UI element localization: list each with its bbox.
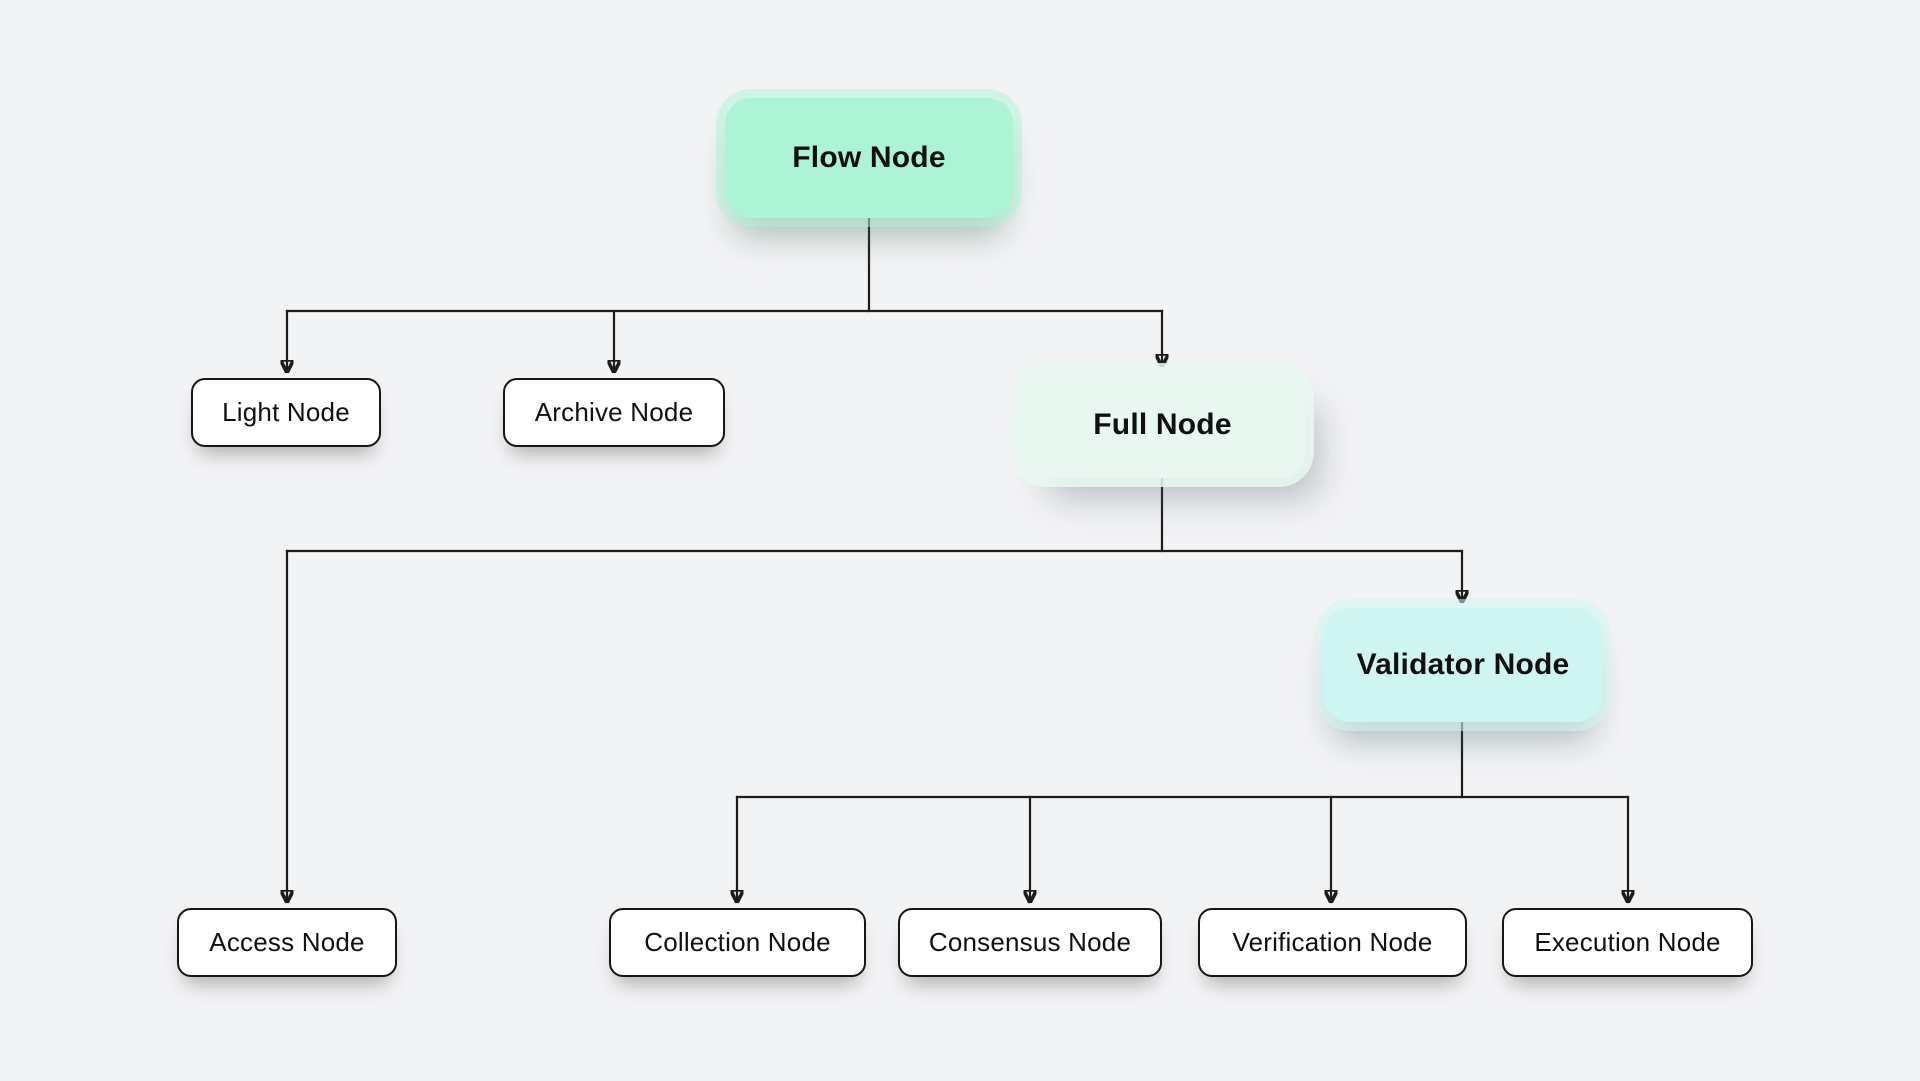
node-access: Access Node	[177, 908, 397, 977]
node-archive-label: Archive Node	[534, 397, 694, 427]
node-collection: Collection Node	[609, 908, 866, 977]
node-validator-label: Validator Node	[1356, 648, 1570, 681]
node-collection-label: Collection Node	[644, 927, 831, 957]
node-execution-label: Execution Node	[1534, 927, 1721, 957]
node-archive: Archive Node	[503, 378, 725, 447]
node-verification-label: Verification Node	[1232, 927, 1433, 957]
node-light: Light Node	[191, 378, 381, 447]
node-execution: Execution Node	[1502, 908, 1753, 977]
node-validator: Validator Node	[1324, 608, 1602, 722]
node-consensus: Consensus Node	[898, 908, 1162, 977]
node-light-label: Light Node	[222, 397, 350, 427]
node-flow: Flow Node	[725, 98, 1013, 218]
node-flow-label: Flow Node	[792, 141, 946, 174]
node-consensus-label: Consensus Node	[928, 927, 1132, 957]
node-full-label: Full Node	[1093, 408, 1232, 441]
node-access-label: Access Node	[209, 927, 365, 957]
node-verification: Verification Node	[1198, 908, 1467, 977]
node-full: Full Node	[1020, 372, 1305, 478]
